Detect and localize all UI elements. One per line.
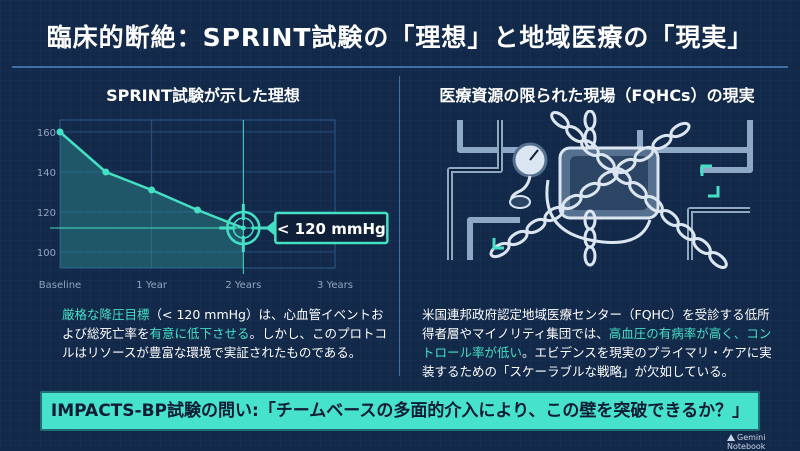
area-fill <box>60 132 244 268</box>
x-tick-label: 3 Years <box>317 280 353 291</box>
paragraph-text: 米国連邦政府認定地域医療センター（FQHC）を受診する低所得者層やマイノリティ集… <box>422 307 770 341</box>
data-point <box>102 168 110 176</box>
title-divider <box>12 66 788 68</box>
highlighted-text: 厳格な降圧目標 <box>62 307 150 322</box>
panel-divider <box>399 76 400 376</box>
x-tick-label: Baseline <box>39 280 81 291</box>
paragraph-text: 。エビデンスを現実のプライマリ・ケアに実装するための「スケーラブルな戦略」が欠如… <box>422 345 772 379</box>
gauge-icon <box>509 142 548 209</box>
gemini-logo-icon <box>727 434 735 441</box>
callout-arrow <box>265 220 276 236</box>
data-point <box>148 186 156 194</box>
target-reticle: < 120 mmHg <box>50 120 389 274</box>
chains-bp-illustration <box>447 110 753 269</box>
left-panel-paragraph: 厳格な降圧目標（< 120 mmHg）は、心血管イベントおよび総死亡率を有意に低… <box>62 305 392 362</box>
research-question-banner: IMPACTS-BP試験の問い:「チームベースの多面的介入により、この壁を突破で… <box>40 391 760 431</box>
y-tick-label: 100 <box>37 248 56 259</box>
y-tick-label: 120 <box>37 208 56 219</box>
cuff-tube <box>545 179 652 244</box>
chart-area <box>56 128 244 268</box>
highlight-brackets <box>492 164 720 250</box>
chain-c <box>583 110 597 267</box>
brand-watermark: Gemini Notebook <box>727 433 800 451</box>
x-tick-label: 1 Year <box>136 280 168 291</box>
chain-b <box>550 111 728 269</box>
highlighted-text: 高血圧の有病率が高く、コントロール率が低い <box>422 326 772 360</box>
paragraph-text: （< 120 mmHg）は、心血管イベントおよび総死亡率を <box>62 307 384 341</box>
paragraph-text: 。しかし、このプロトコルはリソースが豊富な環境で実証されたものである。 <box>62 326 388 360</box>
page-title: 臨床的断絶：SPRINT試験の「理想」と地域医療の「現実」 <box>46 23 754 52</box>
chain-a <box>489 121 691 259</box>
y-tick-label: 160 <box>37 128 56 139</box>
y-tick-label: 140 <box>37 168 56 179</box>
target-callout-box <box>274 211 389 245</box>
highlighted-text: 有意に低下させる <box>149 326 250 341</box>
target-callout-label: < 120 mmHg <box>277 220 386 238</box>
reticle-dot <box>240 225 246 231</box>
left-panel-title: SPRINT試験が示した理想 <box>106 86 300 105</box>
right-panel-title: 医療資源の限られた現場（FQHCs）の現実 <box>439 86 755 105</box>
data-point <box>194 206 201 214</box>
right-panel-paragraph: 米国連邦政府認定地域医療センター（FQHC）を受診する低所得者層やマイノリティ集… <box>422 305 782 381</box>
data-point <box>56 128 64 136</box>
x-tick-label: 2 Years <box>225 280 261 291</box>
